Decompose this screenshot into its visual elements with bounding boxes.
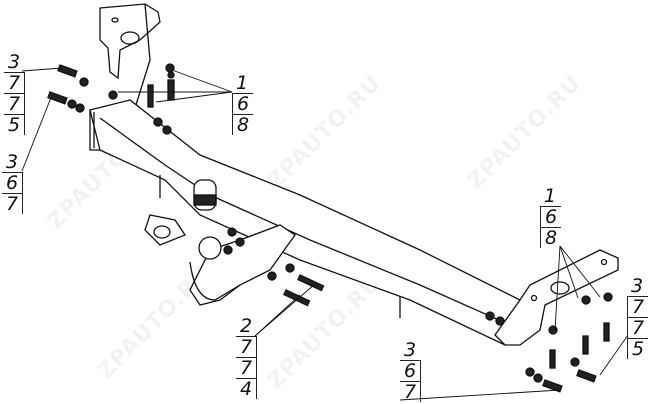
part-number: 6	[540, 206, 561, 227]
part-number: 3	[403, 339, 417, 361]
part-number: 1	[235, 72, 249, 94]
part-number: 7	[236, 357, 257, 378]
part-number: 6	[232, 93, 253, 114]
part-number: 7	[4, 93, 25, 114]
part-number: 7	[627, 296, 648, 317]
crossbar-beam	[89, 99, 526, 346]
callout-ball-bolt: 2 7 7 4	[236, 316, 257, 399]
part-number: 3	[5, 151, 19, 173]
part-number: 3	[7, 51, 21, 73]
part-number: 7	[400, 381, 421, 402]
part-number: 7	[236, 336, 257, 357]
callout-left-middle: 3 6 7	[2, 152, 23, 214]
fasteners	[47, 63, 613, 393]
leader-lines	[21, 67, 629, 401]
tow-ball-mount	[144, 179, 296, 306]
part-number: 2	[239, 315, 253, 337]
part-number: 7	[4, 72, 25, 93]
part-number: 3	[630, 275, 644, 297]
callout-far-right: 3 7 7 5	[627, 276, 648, 359]
part-number: 7	[2, 193, 23, 214]
callout-bottom: 3 6 7	[400, 340, 421, 402]
part-number: 1	[543, 185, 557, 207]
part-number: 5	[627, 338, 648, 359]
part-number: 6	[2, 172, 23, 193]
callout-top-left: 3 7 7 5	[4, 52, 25, 135]
part-number: 7	[627, 317, 648, 338]
callout-top-bracket: 1 6 8	[232, 73, 253, 135]
part-number: 4	[236, 378, 257, 399]
callout-right-bracket: 1 6 8	[540, 186, 561, 248]
part-number: 8	[232, 114, 253, 135]
part-number: 6	[400, 360, 421, 381]
part-number: 8	[540, 227, 561, 248]
part-number: 5	[4, 114, 25, 135]
